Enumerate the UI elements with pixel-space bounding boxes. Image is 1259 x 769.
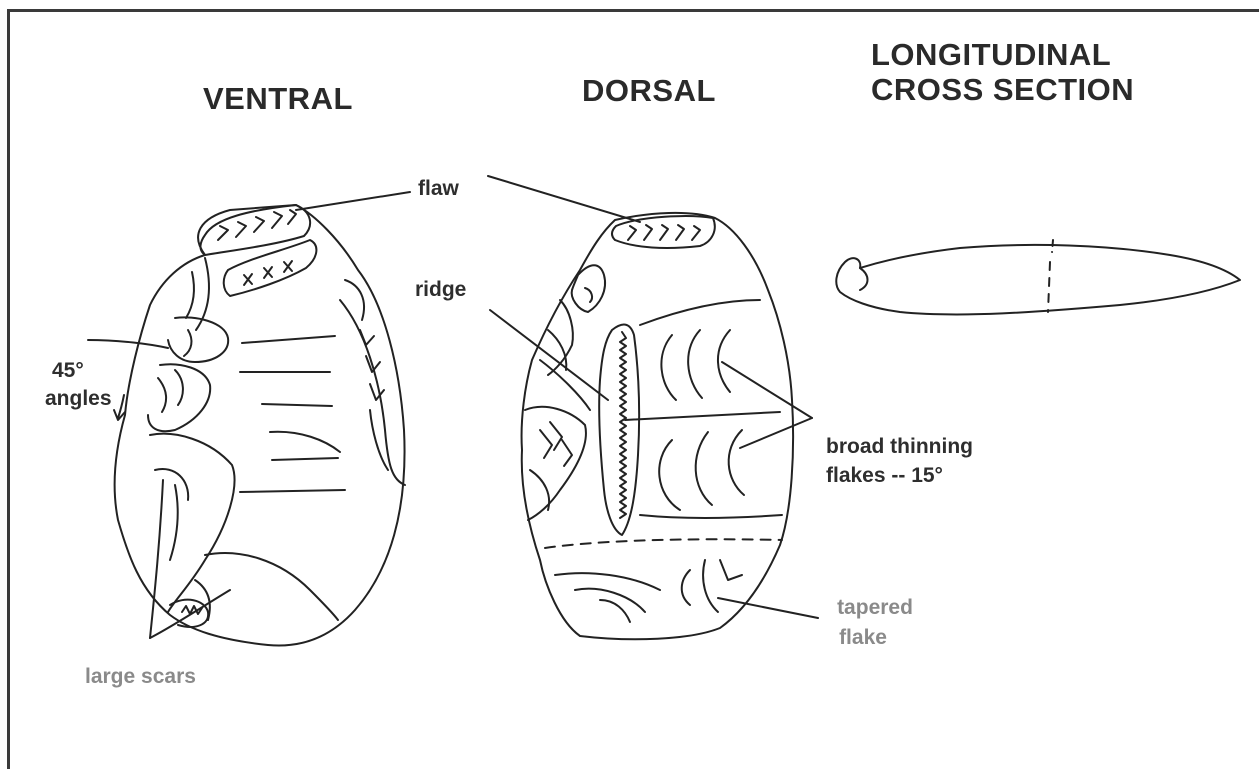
ventral-outline — [115, 205, 405, 646]
angle-pointer-line — [88, 340, 168, 348]
ventral-view — [115, 205, 405, 646]
dorsal-outline — [522, 213, 794, 639]
broad-thinning-pointer-lower — [740, 418, 812, 448]
large-scars-pointer-left — [150, 480, 163, 638]
tapered-flake-pointer — [718, 598, 818, 618]
broad-thinning-pointer-upper — [722, 362, 812, 418]
angle-arrow — [114, 395, 125, 420]
cross-section-view — [836, 240, 1240, 314]
dorsal-view — [522, 213, 794, 639]
flaw-pointer-ventral — [296, 192, 410, 210]
flaw-pointer-dorsal — [488, 176, 640, 222]
large-scars-pointer-right — [150, 590, 230, 638]
cross-section-outline — [836, 245, 1240, 315]
